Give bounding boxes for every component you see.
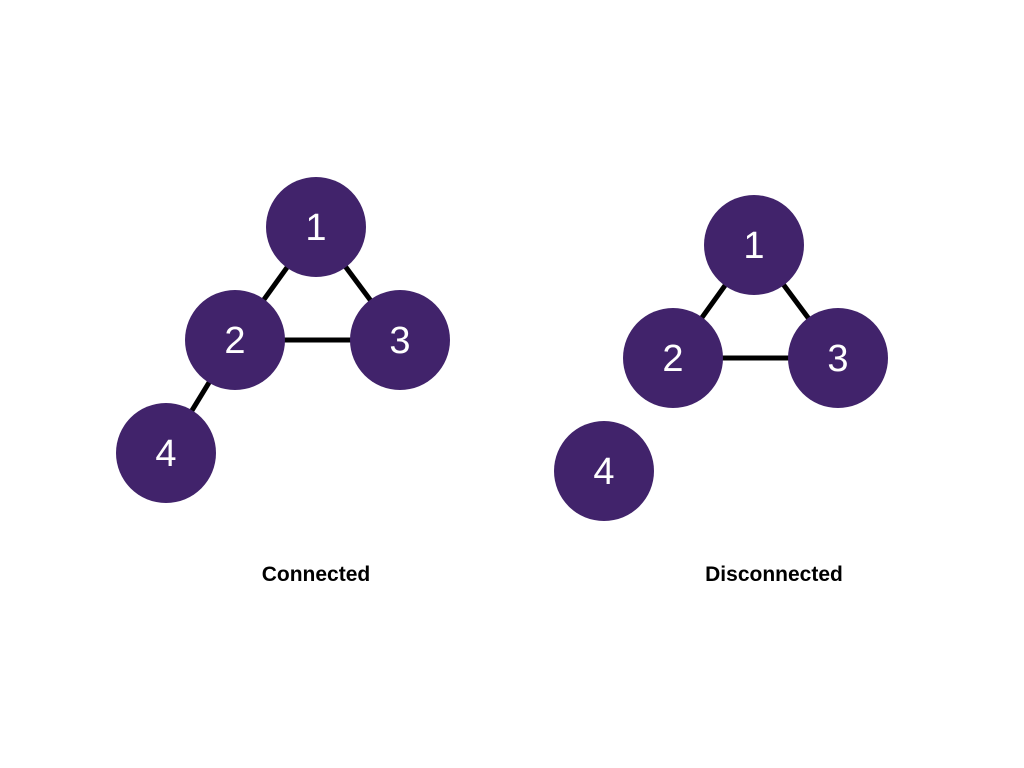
connected-node-3 [350, 290, 450, 390]
connected-caption: Connected [262, 563, 371, 586]
connected-graph: 1 2 3 4 [116, 177, 450, 503]
connected-node-label-2: 2 [224, 320, 245, 362]
connected-node-2 [185, 290, 285, 390]
connected-edge-1-2 [259, 262, 292, 305]
disconnected-node-label-1: 1 [743, 225, 764, 267]
connected-node-label-3: 3 [389, 320, 410, 362]
connected-edge-1-3 [341, 262, 375, 305]
connected-node-1 [266, 177, 366, 277]
disconnected-edge-1-3 [779, 280, 813, 323]
connected-edge-2-4 [187, 377, 214, 416]
connected-node-label-4: 4 [155, 433, 176, 475]
disconnected-node-3 [788, 308, 888, 408]
connected-node-label-1: 1 [305, 207, 326, 249]
disconnected-node-label-3: 3 [827, 338, 848, 380]
disconnected-node-4 [554, 421, 654, 521]
disconnected-edge-1-2 [697, 280, 730, 323]
disconnected-node-label-4: 4 [593, 451, 614, 493]
disconnected-node-1 [704, 195, 804, 295]
disconnected-graph: 1 2 3 4 [554, 195, 888, 521]
disconnected-node-2 [623, 308, 723, 408]
connected-node-4 [116, 403, 216, 503]
disconnected-node-label-2: 2 [662, 338, 683, 380]
disconnected-caption: Disconnected [705, 563, 843, 586]
